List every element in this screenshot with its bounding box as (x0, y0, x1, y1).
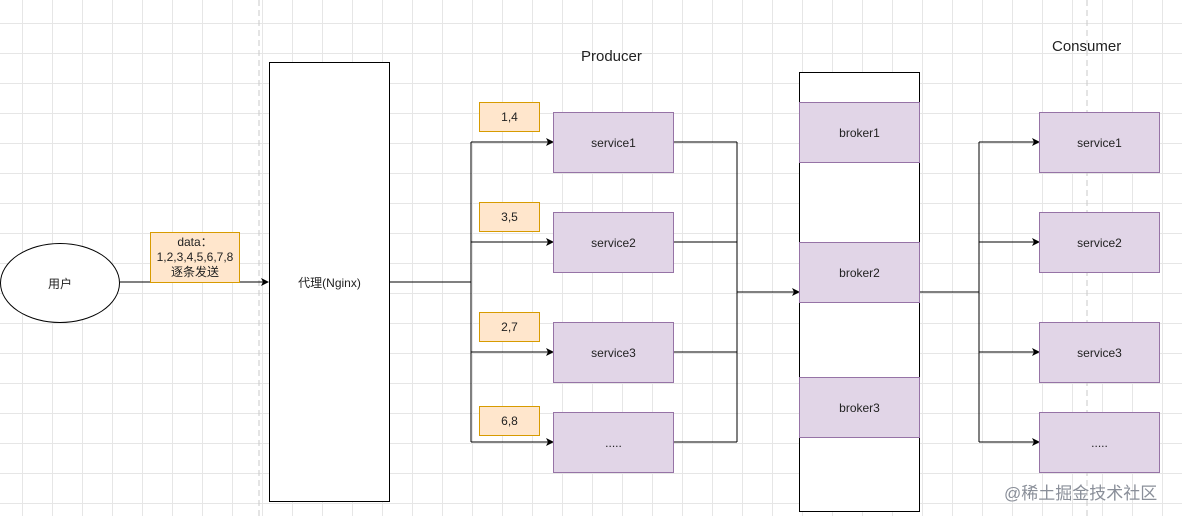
producer-service-4: ..... (553, 412, 674, 473)
producer-data-tag-4: 6,8 (479, 406, 540, 436)
consumer-title: Consumer (1052, 38, 1122, 55)
broker-2: broker2 (799, 242, 920, 303)
consumer-service-3: service3 (1039, 322, 1160, 383)
broker-3: broker3 (799, 377, 920, 438)
producer-service-1: service1 (553, 112, 674, 173)
user-label: 用户 (47, 276, 72, 291)
proxy-label: 代理(Nginx) (298, 275, 361, 290)
broker-1: broker1 (799, 102, 920, 163)
watermark: @稀土掘金技术社区 (1004, 484, 1158, 503)
consumer-service-4: ..... (1039, 412, 1160, 473)
data-note-line3: 逐条发送 (170, 265, 219, 279)
producer-service-2: service2 (553, 212, 674, 273)
data-note: data： 1,2,3,4,5,6,7,8 逐条发送 (150, 232, 240, 283)
producer-data-tag-2: 3,5 (479, 202, 540, 232)
data-note-line1: data： (177, 235, 213, 249)
user-node: 用户 (0, 243, 120, 323)
producer-data-tag-1: 1,4 (479, 102, 540, 132)
producer-title: Producer (581, 48, 642, 65)
producer-data-tag-3: 2,7 (479, 312, 540, 342)
consumer-service-2: service2 (1039, 212, 1160, 273)
proxy-node: 代理(Nginx) (269, 62, 390, 502)
consumer-service-1: service1 (1039, 112, 1160, 173)
data-note-line2: 1,2,3,4,5,6,7,8 (156, 250, 234, 264)
producer-service-3: service3 (553, 322, 674, 383)
